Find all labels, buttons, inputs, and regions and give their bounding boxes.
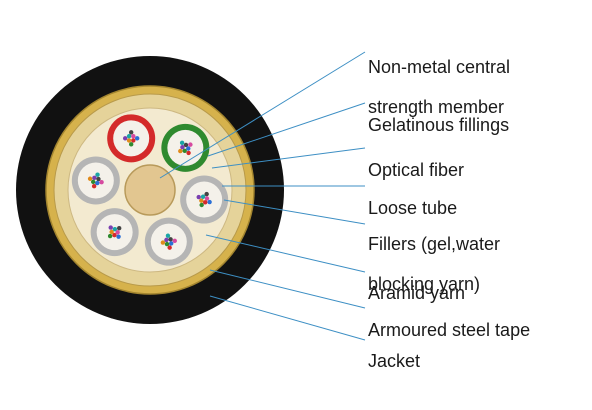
optical-fiber-dot [204,196,210,201]
optical-fiber-dot [109,229,114,235]
optical-fiber-dot [90,179,96,185]
label-line: Fillers (gel,water [368,234,501,254]
optical-fiber-dot [131,138,136,143]
optical-fiber-dot [92,175,97,181]
optical-fiber-dot [179,140,185,146]
optical-fiber-dot [128,142,134,147]
optical-fiber-dot [204,191,209,197]
optical-fiber-dot [131,133,136,139]
optical-fiber-dot [200,194,206,199]
label-central-member: Non-metal central strength member [368,37,510,137]
leader-line-aramid-yarn [205,234,366,273]
tube-gel-core [96,214,133,251]
leader-line-optical-fiber [211,147,366,169]
optical-fiber-dot [183,142,189,148]
tube-gel-core [150,223,187,260]
tube-gel-core [186,181,223,218]
optical-fiber-dot [207,199,212,205]
optical-fiber-dot [188,142,193,147]
optical-fiber-dot [164,241,170,247]
optical-fiber-dot [128,130,134,135]
optical-fiber-dot [196,194,201,200]
label-line: Armoured steel tape [368,320,531,340]
label-line: Optical fiber [368,160,465,180]
leader-line-gelatinous-fillings [207,102,366,157]
leader-line-jacket [209,295,366,341]
optical-fiber-dot [199,198,204,203]
optical-fiber-dot [182,148,187,153]
optical-fiber-dot [164,237,169,243]
optical-fiber-dot [180,145,185,150]
optical-fiber-dot [203,200,208,205]
optical-fiber-dot [178,148,183,154]
label-loose-tube: Loose tube [368,178,457,238]
optical-fiber-dot [91,184,97,189]
optical-fiber-dot [95,172,100,177]
label-line: Gelatinous fillings [368,115,510,135]
optical-fiber-dot [134,136,140,141]
optical-fiber-dot [108,225,113,230]
optical-fiber-dot [87,176,93,181]
label-jacket: Jacket [368,331,420,391]
leader-line-armoured-steel-tape [209,269,366,309]
optical-fiber-dot [122,136,128,141]
label-fillers: Fillers (gel,water blocking yarn) [368,214,500,314]
optical-fiber-dot [167,245,172,250]
label-line: Jacket [368,351,421,371]
optical-fiber-dot [186,150,191,156]
tube-gel-core [113,120,150,157]
leader-line-central-member [159,51,366,179]
optical-fiber-dot [199,202,204,208]
optical-fiber-dot [112,232,117,238]
optical-fiber-dot [165,233,171,238]
optical-fiber-dot [112,226,118,232]
label-aramid-yarn: Aramid yarn [368,263,465,323]
leader-line-fillers [223,199,366,225]
optical-fiber-dot [186,146,191,151]
central-strength-member [124,164,176,216]
optical-fiber-dot [95,180,100,186]
label-line: Aramid yarn [368,283,466,303]
label-armoured-steel-tape: Armoured steel tape [368,300,530,360]
optical-fiber-dot [126,133,132,139]
optical-fiber-dot [169,241,174,246]
optical-fiber-dot [116,226,122,231]
label-line: Loose tube [368,198,458,218]
optical-fiber-dot [115,230,120,235]
label-line: strength member [368,97,505,117]
optical-fiber-dot [96,176,101,182]
optical-fiber-dot [126,138,132,143]
label-line: blocking yarn) [368,274,481,294]
label-line: Non-metal central [368,57,511,77]
optical-fiber-dot [116,234,121,239]
tube-gel-core [77,162,114,199]
optical-fiber-dot [172,238,177,244]
tube-gel-core [167,129,204,166]
optical-fiber-dot [160,240,166,245]
optical-fiber-dot [107,233,113,239]
optical-fiber-dot [99,179,104,185]
label-gelatinous-fillings: Gelatinous fillings [368,95,509,155]
label-optical-fiber: Optical fiber [368,140,464,200]
optical-fiber-dot [168,237,173,242]
